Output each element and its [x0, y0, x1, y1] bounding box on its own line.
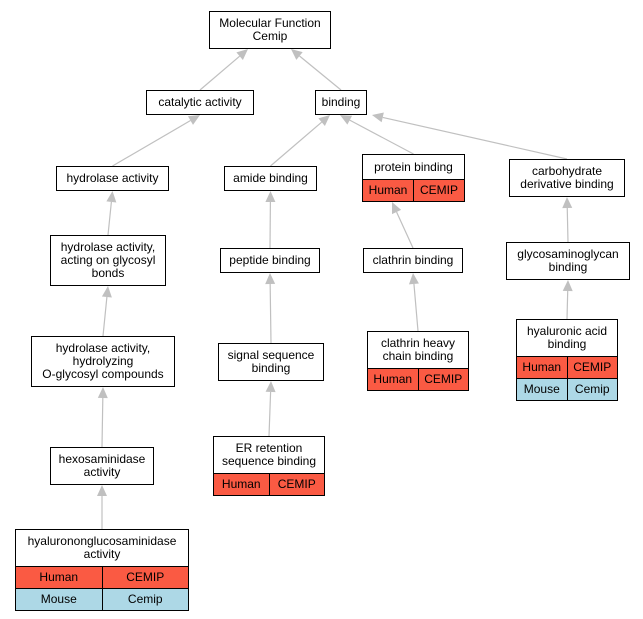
- node-label: hydrolase activity: [66, 171, 159, 185]
- edge-chc-to-clath: [413, 283, 419, 332]
- node-label: clathrin binding: [372, 253, 454, 267]
- arrowhead-prot-to-bind: [340, 115, 353, 125]
- gene-cell: CEMIP: [101, 567, 188, 588]
- arrowhead-hydo-to-hydgly: [101, 286, 112, 298]
- node-cat: catalytic activity: [146, 90, 254, 115]
- arrowhead-sig-to-pep: [265, 273, 276, 285]
- node-label: carbohydrate derivative binding: [520, 164, 614, 191]
- arrowhead-carb-to-bind: [372, 112, 384, 123]
- arrowhead-hydgly-to-hyd: [106, 191, 117, 203]
- node-label: ER retention sequence binding: [221, 441, 317, 468]
- node-sig: signal sequence binding: [218, 343, 324, 381]
- gene-cell: Cemip: [101, 589, 188, 610]
- species-cell: Human: [16, 567, 102, 588]
- node-bind: binding: [315, 90, 367, 115]
- species-cell: Human: [517, 357, 567, 378]
- node-label: Molecular Function Cemip: [219, 16, 321, 43]
- edge-hydgly-to-hyd: [107, 201, 112, 236]
- node-label: signal sequence binding: [227, 348, 315, 375]
- node-pep: peptide binding: [220, 248, 320, 273]
- node-label: hyaluronic acid binding: [526, 324, 608, 351]
- edge-sig-to-pep: [269, 283, 272, 344]
- edge-amide-to-bind: [270, 121, 323, 167]
- arrowhead-pep-to-amide: [265, 191, 276, 203]
- node-label: binding: [321, 95, 361, 109]
- node-label: clathrin heavy chain binding: [380, 336, 456, 363]
- gene-cell: CEMIP: [566, 357, 617, 378]
- edge-hex-to-hydo: [101, 397, 104, 448]
- node-label: hydrolase activity, hydrolyzing O-glycos…: [42, 341, 164, 381]
- node-hyd: hydrolase activity: [56, 166, 169, 191]
- node-amide: amide binding: [224, 166, 317, 191]
- node-label: hydrolase activity, acting on glycosyl b…: [60, 240, 156, 280]
- node-hydgly: hydrolase activity, acting on glycosyl b…: [50, 235, 166, 286]
- gene-cell: CEMIP: [268, 474, 324, 495]
- node-label: hyalurononglucosaminidase activity: [27, 534, 177, 561]
- node-hex: hexosaminidase activity: [50, 447, 154, 485]
- gene-cell: Cemip: [566, 379, 617, 400]
- node-clath: clathrin binding: [363, 248, 463, 273]
- node-label: amide binding: [233, 171, 308, 185]
- node-label: hexosaminidase activity: [58, 452, 146, 479]
- node-carb: carbohydrate derivative binding: [509, 159, 625, 197]
- edge-hydo-to-hydgly: [102, 296, 108, 337]
- species-cell: Human: [368, 369, 418, 390]
- species-cell: Human: [363, 180, 413, 201]
- arrowhead-hex-to-hydo: [97, 387, 108, 399]
- arrowhead-chc-to-clath: [408, 273, 419, 285]
- arrowhead-bind-to-mf: [291, 49, 303, 60]
- edge-hyd-to-cat: [112, 120, 191, 167]
- edge-prot-to-bind: [349, 119, 414, 155]
- arrowhead-hyd-to-cat: [187, 115, 200, 125]
- arrowhead-clath-to-prot: [392, 202, 402, 215]
- species-cell: Mouse: [517, 379, 567, 400]
- species-cell: Mouse: [16, 589, 102, 610]
- arrowhead-gag-to-carb: [562, 197, 573, 209]
- species-cell: Human: [214, 474, 269, 495]
- arrowhead-er-to-sig: [265, 381, 276, 393]
- edge-er-to-sig: [268, 391, 272, 437]
- node-label: catalytic activity: [158, 95, 242, 109]
- arrowhead-ha-to-gag: [562, 280, 573, 292]
- gene-cell: CEMIP: [413, 180, 464, 201]
- node-label: protein binding: [374, 159, 453, 174]
- arrowhead-cat-to-mf: [236, 49, 248, 60]
- node-mf: Molecular Function Cemip: [209, 11, 331, 49]
- node-label: peptide binding: [229, 253, 311, 267]
- edge-gag-to-carb: [566, 207, 569, 243]
- edge-ha-to-gag: [566, 290, 569, 320]
- edge-clath-to-prot: [396, 211, 414, 249]
- edge-bind-to-mf: [299, 55, 342, 91]
- edge-carb-to-bind: [382, 116, 568, 160]
- node-hydo: hydrolase activity, hydrolyzing O-glycos…: [31, 336, 175, 387]
- edge-cat-to-mf: [199, 55, 241, 91]
- node-label: glycosaminoglycan binding: [517, 247, 619, 274]
- arrowhead-hyal-to-hex: [97, 485, 107, 496]
- arrowhead-amide-to-bind: [318, 115, 330, 126]
- node-gag: glycosaminoglycan binding: [506, 242, 630, 280]
- gene-cell: CEMIP: [417, 369, 468, 390]
